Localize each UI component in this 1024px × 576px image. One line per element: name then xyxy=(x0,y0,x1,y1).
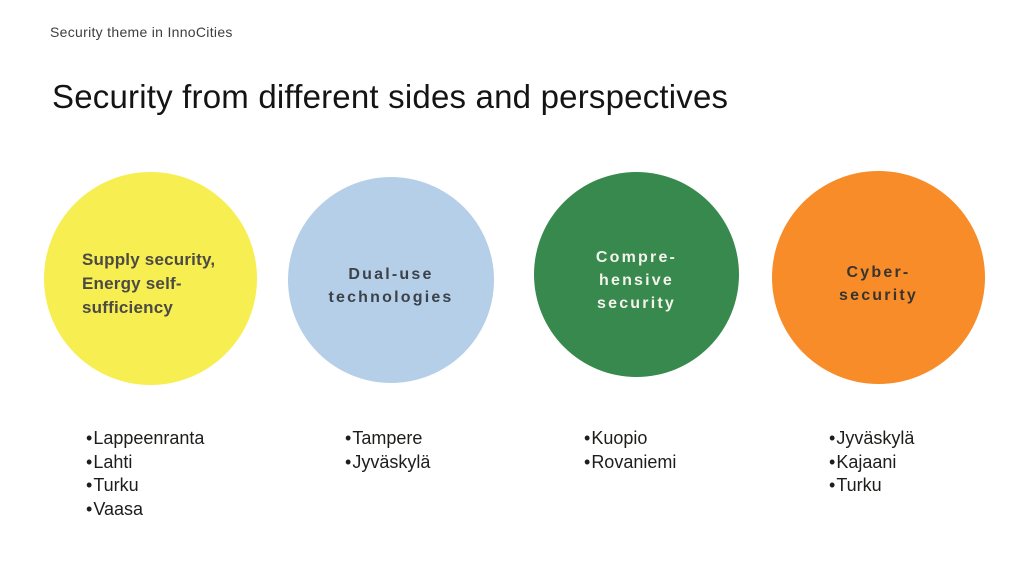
circle-supply-security: Supply security, Energy self-sufficiency xyxy=(44,172,257,385)
city-name: Turku xyxy=(836,475,882,495)
label-line: technologies xyxy=(328,289,454,306)
bullet-marker: • xyxy=(86,428,93,448)
city-list-dual-use-technologies: •Tampere•Jyväskylä xyxy=(345,427,430,474)
city-list-comprehensive-security: •Kuopio•Rovaniemi xyxy=(584,427,676,474)
list-item: •Jyväskylä xyxy=(345,451,430,475)
page-title: Security from different sides and perspe… xyxy=(52,78,729,115)
list-item: •Turku xyxy=(829,474,914,498)
list-item: •Kuopio xyxy=(584,427,676,451)
bullet-marker: • xyxy=(829,475,836,495)
bullet-marker: • xyxy=(345,451,352,472)
city-name: Kajaani xyxy=(836,451,897,472)
list-item: •Lahti xyxy=(86,451,204,475)
list-item: •Vaasa xyxy=(86,498,204,522)
bullet-marker: • xyxy=(345,428,352,448)
label-line: sufficiency xyxy=(82,298,174,317)
city-list-supply-security: •Lappeenranta•Lahti•Turku•Vaasa xyxy=(86,427,204,521)
label-line: security xyxy=(839,286,918,304)
bullet-marker: • xyxy=(829,428,836,448)
bullet-marker: • xyxy=(86,498,93,519)
circle-dual-use-technologies-label: Dual-use technologies xyxy=(328,251,453,309)
label-line: Cyber- xyxy=(846,263,911,281)
city-name: Rovaniemi xyxy=(591,451,677,472)
list-item: •Lappeenranta xyxy=(86,427,204,451)
bullet-marker: • xyxy=(584,428,591,448)
city-name: Lappeenranta xyxy=(93,428,205,448)
city-name: Turku xyxy=(93,475,139,495)
label-line: Supply security, xyxy=(82,250,216,269)
city-name: Vaasa xyxy=(93,498,144,519)
slide-eyebrow: Security theme in InnoCities xyxy=(50,24,233,40)
city-name: Tampere xyxy=(352,428,423,448)
city-name: Jyväskylä xyxy=(352,451,431,472)
list-item: •Tampere xyxy=(345,427,430,451)
list-item: •Turku xyxy=(86,474,204,498)
circle-comprehensive-security: Compre-hensive security xyxy=(534,172,739,377)
city-name: Kuopio xyxy=(591,428,648,448)
label-line: security xyxy=(597,295,676,312)
list-item: •Rovaniemi xyxy=(584,451,676,475)
bullet-marker: • xyxy=(86,451,93,472)
city-name: Jyväskylä xyxy=(836,428,915,448)
circle-comprehensive-security-label: Compre-hensive security xyxy=(596,234,677,315)
circle-cyber-security-label: Cyber-security xyxy=(839,249,918,307)
list-item: •Kajaani xyxy=(829,451,914,475)
label-line: Energy self- xyxy=(82,274,182,293)
label-line: Compre- xyxy=(595,249,678,266)
bullet-marker: • xyxy=(584,451,591,472)
circle-supply-security-label: Supply security, Energy self-sufficiency xyxy=(82,248,215,320)
bullet-marker: • xyxy=(86,475,93,495)
bullet-marker: • xyxy=(829,451,836,472)
circle-dual-use-technologies: Dual-use technologies xyxy=(288,177,494,383)
city-name: Lahti xyxy=(93,451,133,472)
label-line: hensive xyxy=(599,272,674,289)
label-line: Dual-use xyxy=(348,266,434,283)
circle-cyber-security: Cyber-security xyxy=(772,171,985,384)
city-list-cyber-security: •Jyväskylä•Kajaani•Turku xyxy=(829,427,914,498)
list-item: •Jyväskylä xyxy=(829,427,914,451)
